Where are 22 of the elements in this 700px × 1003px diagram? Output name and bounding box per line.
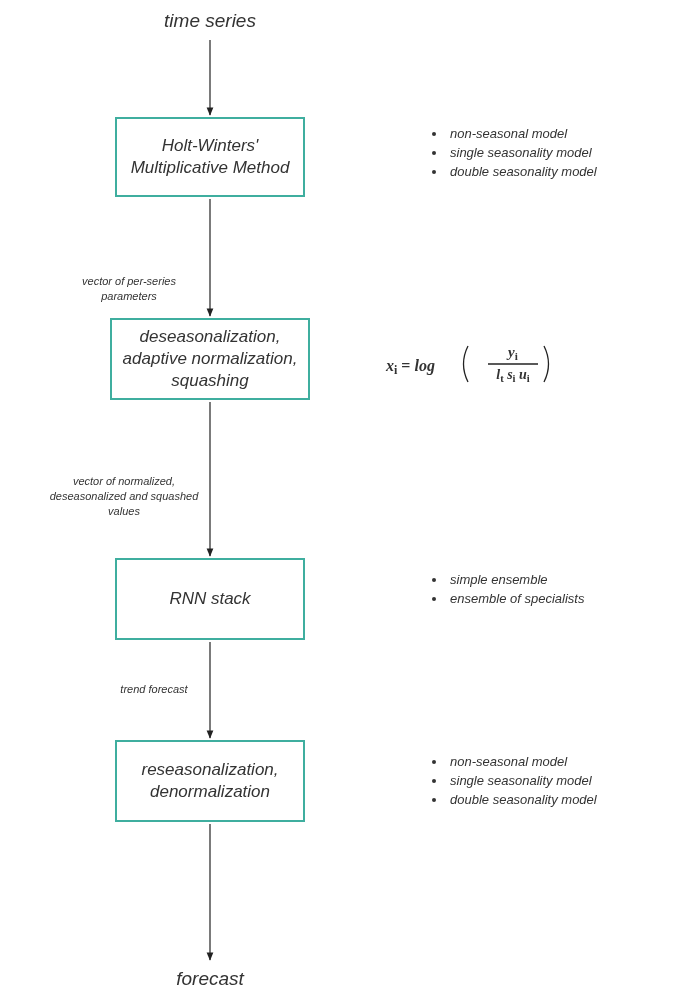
arrow <box>206 39 214 116</box>
formula-numerator: y$_{i}$ <box>505 343 519 362</box>
terminal-text: forecast <box>130 962 290 996</box>
arrow <box>206 823 214 961</box>
process-box: deseasonalization, adaptive normalization, squashing <box>110 318 310 400</box>
bullet-text: single seasonality model <box>450 144 592 162</box>
formula-denominator: l$_{t}$ s$_{i}$ u$_{i}$ <box>495 366 531 384</box>
arrow <box>206 641 214 739</box>
bullet-text: simple ensemble <box>450 571 548 589</box>
bullet-text: non-seasonal model <box>450 125 568 143</box>
terminal-text: time series <box>130 4 290 38</box>
bullet-text: single seasonality model <box>450 772 592 790</box>
arrow <box>206 198 214 317</box>
process-box: Holt-Winters' Multiplicative Method <box>115 117 305 197</box>
bullet-text: ensemble of specialists <box>450 590 585 608</box>
formula-text: x$_{i}$ = log <box>386 356 435 378</box>
process-box: RNN stack <box>115 558 305 640</box>
bullet-text: double seasonality model <box>450 163 597 181</box>
process-box: reseasonalization, denormalization <box>115 740 305 822</box>
arrow <box>206 401 214 557</box>
bullet-text: non-seasonal model <box>450 753 568 771</box>
bullet-text: double seasonality model <box>450 791 597 809</box>
